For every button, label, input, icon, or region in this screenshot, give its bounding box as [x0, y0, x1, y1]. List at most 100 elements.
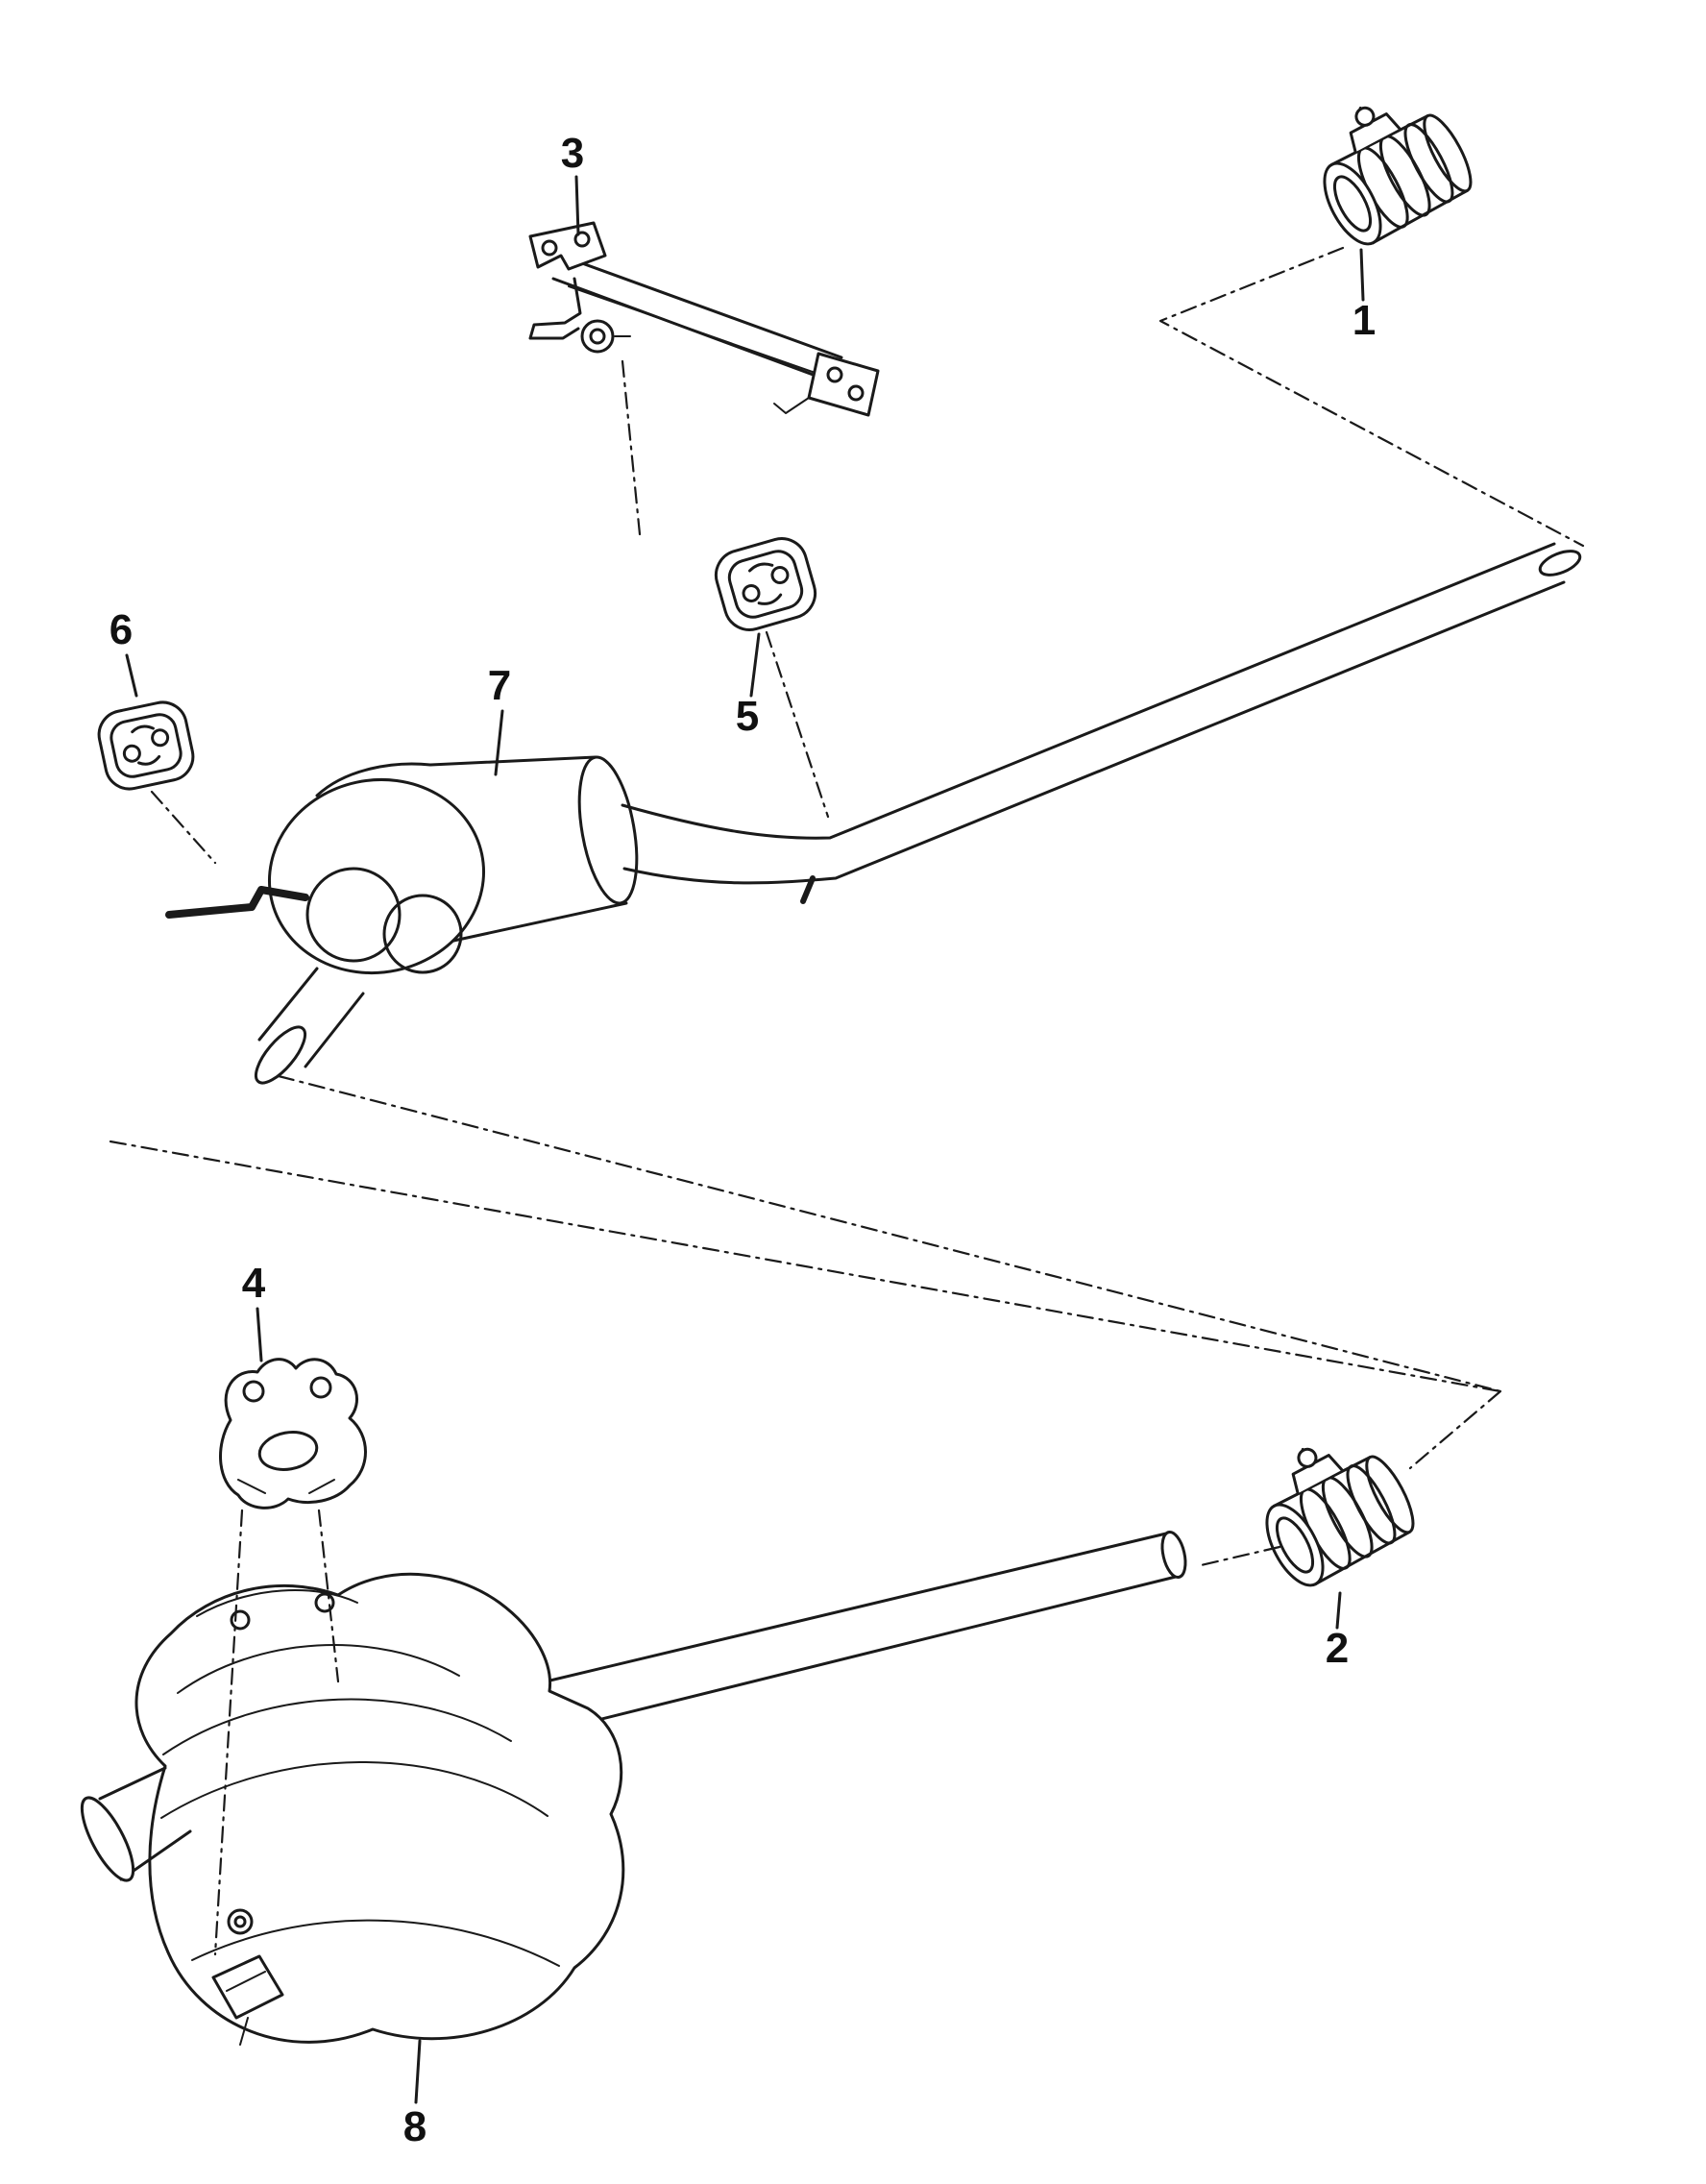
callout-3-leader: [574, 175, 580, 236]
bracket-end-plate: [528, 221, 607, 271]
bolt-hole: [847, 384, 865, 402]
ref-line-section-upper: [277, 1074, 1502, 1393]
body-inner-edge: [196, 1589, 358, 1617]
ref-line-section-lower: [109, 1140, 1502, 1393]
callout-6-label[interactable]: 6: [110, 606, 133, 653]
hanger-inner: [727, 550, 804, 619]
clamp-end-cap: [1423, 113, 1473, 193]
callout-2-leader: [1335, 1591, 1342, 1630]
hanger-hole: [122, 744, 141, 763]
callout-5-label[interactable]: 5: [736, 693, 759, 740]
rear-muffler-part-8: [80, 1530, 1187, 2046]
ref-line-hanger6-to-rod: [150, 790, 217, 865]
rubber-hanger-part-5: [714, 537, 817, 631]
face-detail-ring: [382, 894, 463, 974]
tailtip-edge: [98, 1766, 167, 1801]
hanger-hole: [151, 728, 170, 748]
callout-2-label[interactable]: 2: [1326, 1625, 1349, 1672]
ref-line-bracket3-to-hanger5: [621, 359, 642, 536]
grommet-hole: [589, 328, 606, 345]
assembly-reference-lines: [109, 246, 1585, 1956]
callout-6-leader: [125, 653, 138, 698]
bracket-rail: [559, 254, 843, 359]
callout-7-leader: [494, 709, 504, 776]
bracket-tab: [773, 397, 810, 414]
hanger-rod: [165, 886, 309, 919]
callouts: 1 2 3 4 5 6 7 8: [110, 130, 1376, 2150]
tailtip-opening: [80, 1796, 135, 1882]
bracket-body: [219, 1358, 367, 1509]
hanger-outer: [714, 537, 817, 631]
hanger-slot: [757, 593, 783, 605]
ref-line-clamp2-to-pipe: [1195, 1545, 1281, 1568]
callout-7-label[interactable]: 7: [488, 662, 511, 709]
heat-shield-line: [160, 1761, 548, 1819]
pipe-opening: [1160, 1530, 1187, 1580]
pipe-top-edge: [536, 1532, 1168, 1685]
bolt-hole: [573, 231, 591, 248]
outlet-pipe-edge: [304, 992, 365, 1068]
clamp-bolt: [1354, 106, 1376, 127]
callout-5-leader: [749, 632, 761, 698]
face-detail-ring: [305, 867, 402, 963]
clamp-band: [1378, 135, 1431, 217]
callout-8-leader: [414, 2039, 422, 2104]
callout-1-leader: [1359, 248, 1365, 302]
bolt-hole: [233, 1915, 247, 1928]
pipe-bottom-edge: [557, 1574, 1182, 1731]
seam-line: [191, 1919, 560, 1967]
support-bracket-part-3: [528, 221, 880, 417]
fold-line: [308, 1479, 335, 1494]
bracket-foot-plate: [807, 352, 880, 417]
ref-line-hanger5-to-pipe: [765, 630, 830, 819]
hanger-slot: [137, 754, 161, 766]
muffler-body: [134, 1572, 625, 2044]
pipe-clamp-part-2: [1265, 1447, 1415, 1587]
ref-line-bracket4-right: [317, 1509, 340, 1683]
outlet-pipe-edge: [257, 967, 319, 1042]
hanger-inner: [110, 713, 183, 778]
callout-4-leader: [256, 1307, 263, 1362]
hanger-slot: [131, 724, 155, 734]
hanger-outer: [97, 700, 195, 791]
heat-shield-line: [162, 1698, 512, 1755]
grommet: [580, 319, 615, 354]
mounting-bracket-part-4: [219, 1358, 367, 1509]
clamp-end-cap: [1365, 1455, 1415, 1534]
bracket-stud: [239, 2017, 249, 2046]
fold-line: [237, 1479, 266, 1494]
clamp-face: [1265, 1503, 1325, 1587]
ref-line-bracket4-left: [213, 1509, 244, 1956]
clamp-face: [1323, 161, 1382, 246]
hanger-hole: [742, 583, 761, 602]
bolt-hole: [242, 1380, 265, 1403]
callout-8-label[interactable]: 8: [403, 2103, 426, 2150]
bracket-rail-inner: [568, 285, 827, 378]
clamp-face-inner: [1332, 175, 1373, 233]
outlet-opening: [254, 1025, 307, 1085]
heat-shield-line: [177, 1644, 460, 1694]
callout-4-label[interactable]: 4: [242, 1260, 266, 1307]
bracket-slot: [257, 1431, 319, 1471]
tailpipe-opening: [1538, 550, 1582, 577]
bracket-arm: [528, 277, 582, 340]
clamp-band: [1321, 1476, 1374, 1558]
muffler-top-edge: [315, 755, 597, 798]
clamp-bolt: [1297, 1447, 1318, 1468]
muffler-end-cap: [577, 755, 639, 905]
ref-line-to-clamp2: [1408, 1389, 1502, 1470]
hanger-slot: [748, 562, 774, 573]
tailpipe-bottom-edge: [622, 580, 1566, 885]
clamp-face-inner: [1275, 1516, 1315, 1574]
bolt-hole: [309, 1376, 332, 1399]
middle-muffler-part-7: [165, 542, 1582, 1085]
hanger-hole: [770, 566, 790, 585]
callout-1-label[interactable]: 1: [1353, 297, 1376, 344]
bolt-hole: [541, 239, 558, 257]
rubber-hanger-part-6: [97, 700, 195, 791]
callout-3-label[interactable]: 3: [561, 130, 584, 177]
bolt-hole: [826, 366, 843, 383]
pipe-stub: [800, 875, 816, 904]
ref-line-clamp1-to-pipe: [1158, 246, 1585, 548]
